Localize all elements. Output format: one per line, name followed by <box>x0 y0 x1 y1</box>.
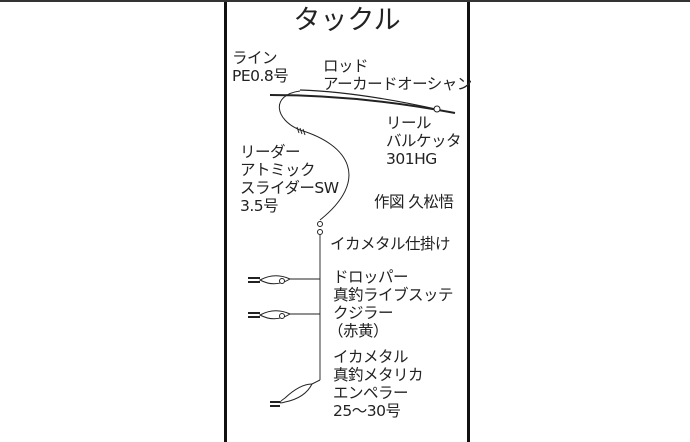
dropper-label: ドロッパー <box>333 268 409 286</box>
dropper-brand: 真釣ライブスッテ <box>333 286 454 304</box>
leader-name: スライダーSW <box>240 179 339 197</box>
sinker-label: イカメタル <box>333 348 409 366</box>
leader-brand: アトミック <box>240 161 316 179</box>
dropper-2 <box>248 310 320 320</box>
line-knot <box>296 126 306 136</box>
rig-label: イカメタル仕掛け <box>330 235 451 253</box>
dropper-color: （赤黄） <box>328 322 389 340</box>
rod-illustration <box>269 89 456 114</box>
tackle-illustration <box>248 89 456 407</box>
credit: 作図 久松悟 <box>374 193 454 211</box>
rod-spec: アーカードオーシャン <box>323 75 472 93</box>
line-spec: PE0.8号 <box>232 67 289 85</box>
sinker-brand: 真釣メタリカ <box>333 366 424 384</box>
swivel-icon <box>317 221 323 235</box>
reel-model: 301HG <box>386 150 437 168</box>
dropper-1 <box>248 275 320 285</box>
reel-icon <box>433 105 441 113</box>
top-border <box>0 0 690 2</box>
sinker-size: 25～30号 <box>333 402 401 420</box>
rod-label: ロッド <box>323 57 369 75</box>
line-label: ライン <box>232 49 278 67</box>
sinker-name: エンペラー <box>333 384 409 402</box>
metal-sinker <box>270 379 321 407</box>
reel-name: バルケッタ <box>386 132 462 150</box>
leader-size: 3.5号 <box>240 197 279 215</box>
reel-label: リール <box>386 114 432 132</box>
fishing-line <box>278 90 350 221</box>
dropper-name: クジラー <box>333 304 394 322</box>
leader-label: リーダー <box>240 143 301 161</box>
diagram-title: タックル <box>293 5 401 36</box>
diagram-frame <box>224 2 470 442</box>
